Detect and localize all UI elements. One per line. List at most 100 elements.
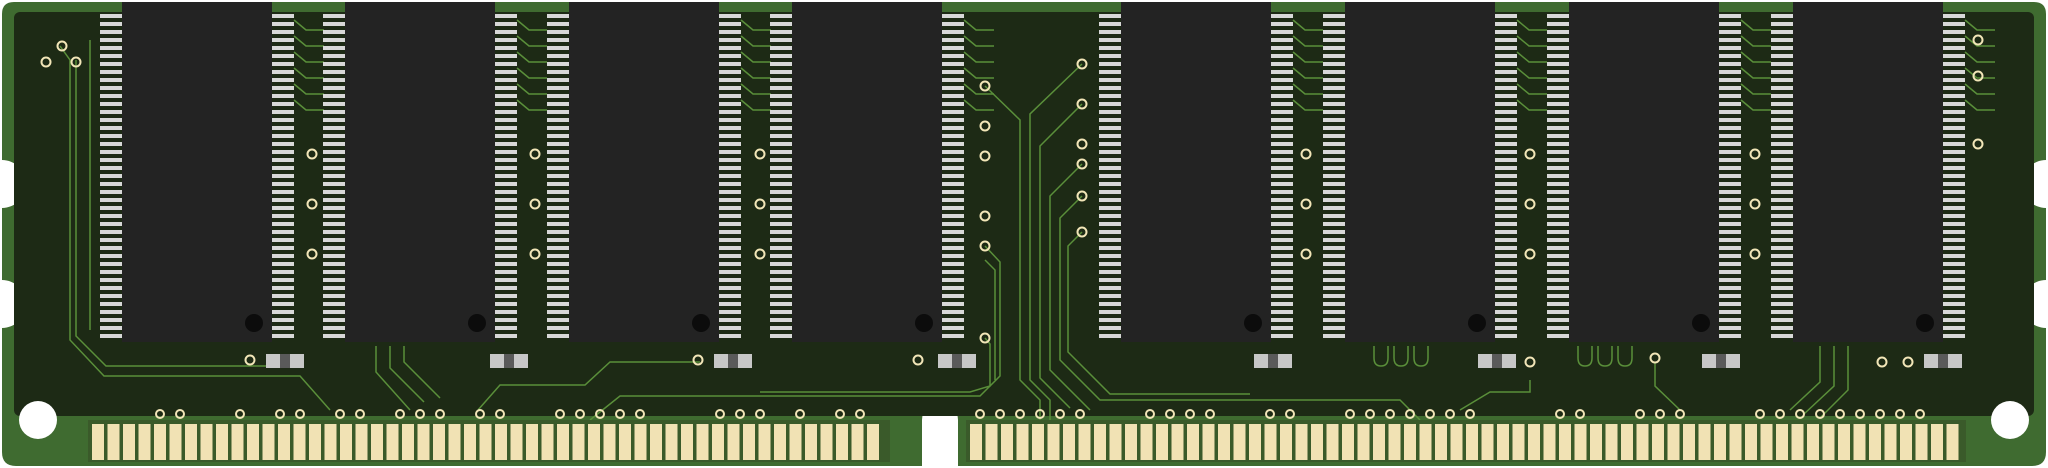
- trace-line: [1059, 195, 1421, 421]
- chip-pin: [100, 238, 122, 242]
- chip-pin: [323, 310, 345, 314]
- gold-contact-pin-icon: [1915, 424, 1928, 460]
- chip-pin: [495, 134, 517, 138]
- chip-pin: [1099, 142, 1121, 146]
- chip-pin: [942, 238, 964, 242]
- chip-pin: [770, 30, 792, 34]
- chip-pin: [1495, 86, 1517, 90]
- chip-pin: [942, 302, 964, 306]
- chip-pin: [323, 302, 345, 306]
- chip-pin: [1099, 54, 1121, 58]
- chip-pin: [272, 230, 294, 234]
- memory-chip-icon: [1323, 2, 1517, 342]
- chip-pin: [942, 150, 964, 154]
- chip-pin: [1099, 294, 1121, 298]
- trace-line: [516, 35, 547, 47]
- chip-pin: [1547, 294, 1569, 298]
- chip-pin: [272, 46, 294, 50]
- trace-line: [1039, 103, 1083, 409]
- chip-pin: [1547, 126, 1569, 130]
- chip-pin: [942, 14, 964, 18]
- chip-pin: [1547, 270, 1569, 274]
- chip-pin: [547, 262, 569, 266]
- smd-body: [280, 354, 290, 368]
- chip-pin: [100, 94, 122, 98]
- gold-contact-pin-icon: [650, 424, 662, 460]
- via-icon: [155, 409, 165, 419]
- chip-pin: [323, 94, 345, 98]
- gold-contact-pin-icon: [836, 424, 848, 460]
- gold-contact-pin-icon: [1373, 424, 1385, 460]
- chip-pin: [1271, 270, 1293, 274]
- chip-pin: [719, 94, 741, 98]
- trace-line: [1516, 35, 1547, 47]
- chip-pin: [547, 22, 569, 26]
- chip-pin: [1495, 150, 1517, 154]
- chip-pin: [1943, 230, 1965, 234]
- gold-contact-pin-icon: [1652, 424, 1664, 460]
- trace-line: [1964, 35, 1995, 47]
- chip-pin: [547, 46, 569, 50]
- gold-contact-pin-icon: [789, 424, 802, 460]
- via-icon: [835, 409, 845, 419]
- via-icon: [1749, 248, 1761, 260]
- chip-pin: [495, 142, 517, 146]
- chip-pin: [1719, 126, 1741, 130]
- chip-pin: [323, 318, 345, 322]
- chip-pin: [942, 222, 964, 226]
- smd-resistor-icon: [1254, 354, 1292, 368]
- via-icon: [575, 409, 585, 419]
- chip-pin: [495, 286, 517, 290]
- chip-pin: [719, 174, 741, 178]
- chip-pin: [1099, 166, 1121, 170]
- chip-orientation-dot: [1692, 314, 1710, 332]
- memory-chip-icon: [1547, 2, 1741, 342]
- chip-pin: [1771, 22, 1793, 26]
- chip-pin: [272, 238, 294, 242]
- via-icon: [555, 409, 565, 419]
- gold-contact-pin-icon: [138, 424, 151, 460]
- chip-pin: [719, 302, 741, 306]
- chip-pin: [770, 270, 792, 274]
- via-icon: [595, 409, 605, 419]
- gold-contact-pin-icon: [603, 424, 616, 460]
- chip-pin: [1771, 158, 1793, 162]
- via-icon: [1815, 409, 1825, 419]
- chip-pin: [942, 254, 964, 258]
- chip-pin: [323, 326, 345, 330]
- gold-contact-pin-icon: [851, 424, 864, 460]
- via-icon: [475, 409, 485, 419]
- chip-pin: [1771, 214, 1793, 218]
- chip-pin: [323, 246, 345, 250]
- chip-pin: [323, 166, 345, 170]
- trace-line: [740, 35, 771, 47]
- chip-pin: [323, 142, 345, 146]
- chip-pin: [1719, 166, 1741, 170]
- chip-pin: [1547, 62, 1569, 66]
- chip-pin: [1495, 118, 1517, 122]
- chip-pin: [1495, 294, 1517, 298]
- smd-body: [728, 354, 738, 368]
- gold-contact-pin-icon: [1776, 424, 1788, 460]
- chip-pin: [1943, 246, 1965, 250]
- gold-contact-pin-icon: [619, 424, 631, 460]
- gold-contact-pin-icon: [541, 424, 554, 460]
- chip-pin: [1099, 310, 1121, 314]
- trace-line: [1654, 362, 1681, 411]
- gold-contact-pin-icon: [1853, 424, 1866, 460]
- chip-pin: [272, 158, 294, 162]
- chip-pin: [1099, 14, 1121, 18]
- chip-pin: [719, 38, 741, 42]
- chip-pin: [100, 86, 122, 90]
- chip-pin: [1719, 46, 1741, 50]
- chip-pin: [100, 102, 122, 106]
- via-icon: [1145, 409, 1155, 419]
- gold-contact-pin-icon: [1900, 424, 1912, 460]
- chip-pin: [1771, 190, 1793, 194]
- trace-line: [1292, 67, 1323, 79]
- chip-pin: [1323, 166, 1345, 170]
- gold-contact-pin-icon: [634, 424, 647, 460]
- via-icon: [979, 150, 991, 162]
- chip-pin: [1719, 190, 1741, 194]
- chip-pin: [547, 254, 569, 258]
